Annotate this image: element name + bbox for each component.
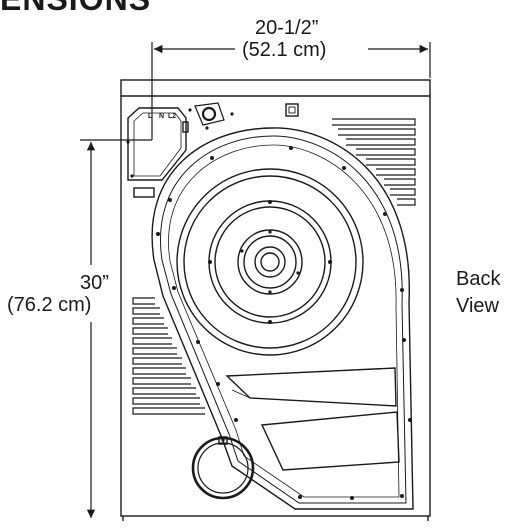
right-louvre-9 [397,198,416,206]
screw [298,495,302,499]
left-louvre-11 [132,397,200,405]
drum-ring-6 [243,235,297,289]
drum-ring-8 [260,252,280,272]
right-louvre-8 [390,188,416,196]
left-louvre-7 [132,357,182,365]
screw [126,140,130,144]
round-vent-outer [191,436,255,500]
view-label-line2: View [456,295,499,317]
right-louvre-4 [356,148,416,156]
drum-ring-1 [176,168,364,356]
right-louvre-6 [376,168,416,176]
terminal-label-l: L [148,113,153,120]
left-louvre-8 [132,367,186,375]
right-louvre-2 [338,128,416,136]
duct-crease-1 [231,389,251,399]
duct-panel-upper [225,367,397,407]
screw [268,320,272,324]
cabinet-outline [120,79,431,517]
power-cord-ring [201,106,217,122]
duct-panel-lower [260,411,400,471]
right-louvre-5 [366,158,416,166]
width-imperial-label: 20-1/2” [255,17,319,39]
screw [268,290,272,294]
screw [268,230,272,234]
round-vent-inner [197,442,249,494]
power-cord-port [194,102,225,126]
duct-crease-2 [261,424,284,471]
screw [172,286,176,290]
screw [230,112,234,116]
duct-housing-mid [160,135,407,504]
height-imperial-label: 30” [80,272,109,294]
left-louvre-6 [132,347,177,355]
screw [130,174,134,178]
drum-ring-5 [237,229,303,295]
height-metric-label: (76.2 cm) [7,294,92,316]
left-louvre-12 [132,407,205,415]
screw [268,200,272,204]
screw [210,156,214,160]
drum-ring-3 [208,200,332,324]
screw [296,271,300,275]
terminal-block-inner [133,112,182,177]
width-metric-label: (52.1 cm) [242,39,327,61]
left-louvre-10 [132,387,196,395]
screw [188,108,192,112]
round-vent-tab [218,436,228,445]
screw [168,198,172,202]
screw [240,249,244,253]
left-louvre-2 [132,307,160,315]
screw [234,418,238,422]
screw [208,260,212,264]
right-louvre-7 [384,178,416,186]
terminal-label-l2: L2 [168,113,176,120]
screw [196,340,200,344]
left-louvre-3 [132,317,164,325]
screw [156,232,160,236]
left-louvre-9 [132,377,191,385]
left-louvre-1 [132,297,155,305]
top-square-vent-inner [288,106,296,114]
screw [408,418,412,422]
bracket [133,187,155,198]
screw [383,212,387,216]
drum-ring-2 [183,175,357,349]
screw [205,126,209,130]
screw [328,260,332,264]
right-louvre-1 [332,118,416,126]
screw [400,288,404,292]
screw [342,166,346,170]
terminal-block-slot [182,121,189,133]
view-label-line1: Back [456,268,501,290]
right-louvre-3 [346,138,416,146]
section-header: ENSIONS [0,0,151,15]
terminal-label-n: N [159,113,164,120]
drum-ring-7 [254,246,286,278]
drum-ring-4 [214,206,326,318]
screw [350,496,354,500]
duct-housing-outer [151,127,414,510]
screw [402,338,406,342]
screw [216,382,220,386]
left-louvre-5 [132,337,172,345]
top-square-vent [285,103,299,117]
duct-housing-inner [168,144,400,498]
left-louvre-4 [132,327,168,335]
screw [289,146,293,150]
screw [221,438,225,442]
screw [400,494,404,498]
terminal-block [127,107,187,181]
